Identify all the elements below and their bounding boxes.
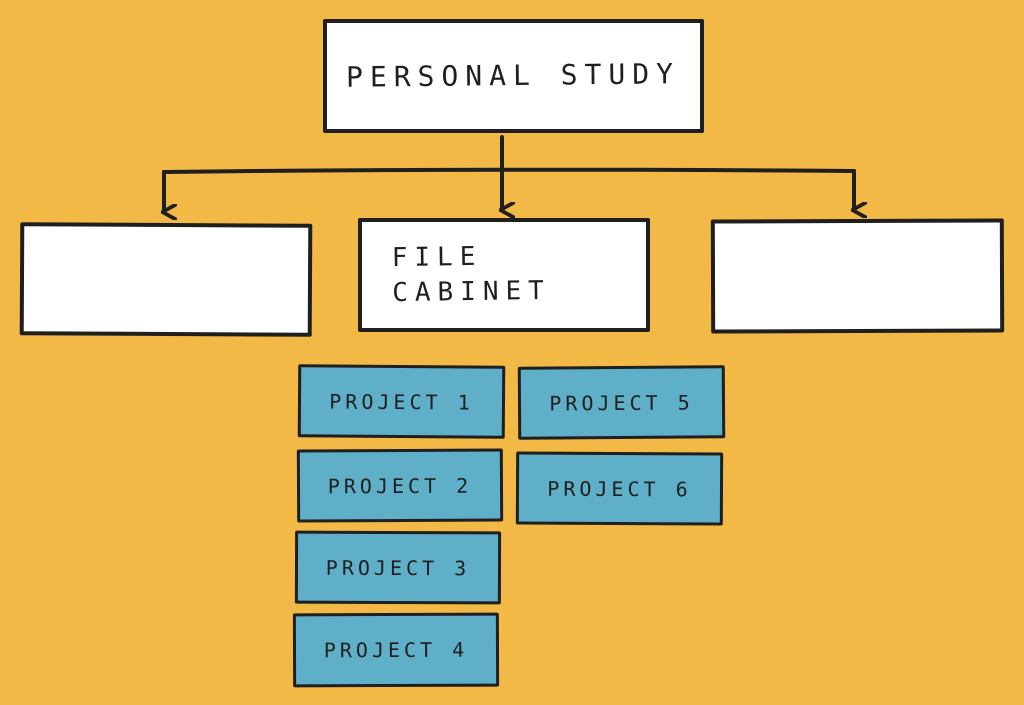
project-label-4: PROJECT 4: [323, 637, 469, 663]
project-card-6: PROJECT 6: [515, 451, 724, 526]
project-card-3: PROJECT 3: [294, 530, 502, 605]
branch-box-left: [19, 222, 313, 337]
project-card-1: PROJECT 1: [297, 364, 506, 439]
root-label: PERSONAL STUDY: [346, 57, 681, 94]
project-label-1: PROJECT 1: [329, 388, 474, 415]
root-box-personal-study: PERSONAL STUDY: [323, 19, 704, 133]
project-card-5: PROJECT 5: [517, 365, 726, 440]
project-card-4: PROJECT 4: [292, 612, 500, 688]
connector-horizontal-bar: [162, 167, 856, 174]
branch-label-file-cabinet: FILE CABINET: [391, 241, 552, 309]
project-label-5: PROJECT 5: [549, 389, 694, 416]
branch-box-right: [710, 218, 1005, 334]
branch-box-file-cabinet: FILE CABINET: [358, 218, 650, 332]
project-label-3: PROJECT 3: [325, 555, 471, 580]
project-label-2: PROJECT 2: [327, 473, 473, 498]
project-card-2: PROJECT 2: [296, 448, 504, 523]
project-label-6: PROJECT 6: [547, 476, 692, 501]
